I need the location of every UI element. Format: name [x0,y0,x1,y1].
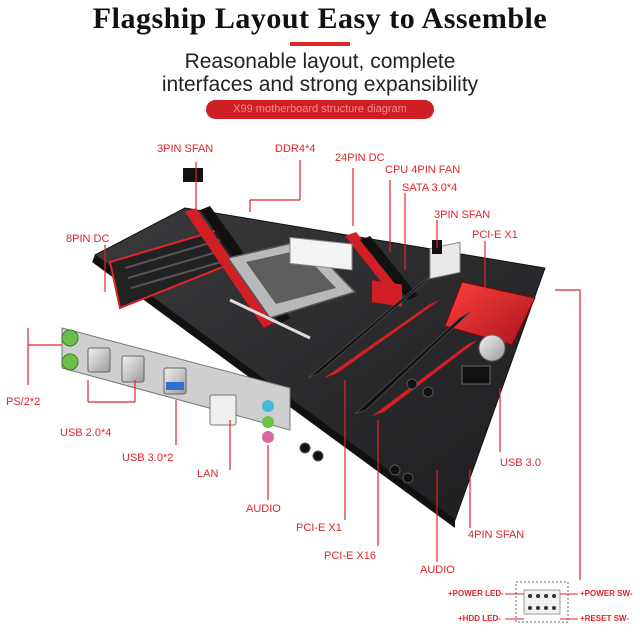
page-title: Flagship Layout Easy to Assemble [92,2,548,35]
label-ps2: PS/2*2 [6,396,41,408]
label-audio-bottom: AUDIO [420,564,455,576]
label-3pin-sfan-right: 3PIN SFAN [434,209,491,221]
diagram-badge: X99 motherboard structure diagram [206,100,434,119]
audio-jacks [262,400,274,443]
label-power-led: +POWER LED- [448,589,504,598]
label-usb20: USB 2.0*4 [60,427,112,439]
pcb-board [94,207,546,521]
front-panel-header [505,581,578,623]
label-24pin-dc: 24PIN DC [335,152,385,164]
label-cpu-fan: CPU 4PIN FAN [385,164,461,176]
label-ddr4: DDR4*4 [275,143,316,155]
label-4pin-sfan: 4PIN SFAN [468,529,525,541]
sata-ports [372,280,402,307]
pcie-slots [307,275,478,416]
ps2-ports [61,329,79,371]
debug-display [461,365,491,385]
label-usb30-left: USB 3.0*2 [122,452,174,464]
subtitle-line-2: interfaces and strong expansibility [161,73,479,96]
label-hdd-led: +HDD LED- [458,614,501,623]
label-pcie-x1-bottom: PCI-E X1 [296,522,342,534]
label-pcie-x1-top: PCI-E X1 [472,229,518,241]
label-sata: SATA 3.0*4 [402,182,458,194]
label-8pin-dc: 8PIN DC [66,233,110,245]
label-3pin-sfan-top: 3PIN SFAN [157,143,214,155]
cmos-battery [478,334,506,362]
subtitle-line-1: Reasonable layout, complete [184,50,456,73]
lan-port [209,394,237,426]
title-underline [290,42,350,46]
chipset-heatsink [444,281,536,346]
label-usb30-right: USB 3.0 [500,457,541,469]
label-audio-left: AUDIO [246,503,281,515]
label-lan: LAN [197,468,219,480]
label-reset-sw: +RESET SW- [580,614,629,623]
usb30-port [166,382,184,390]
label-power-sw: +POWER SW- [580,589,633,598]
label-pcie-x16: PCI-E X16 [324,550,376,562]
leader-lines [27,160,581,580]
atx-24pin [289,236,353,271]
fan-header-top [183,168,203,182]
